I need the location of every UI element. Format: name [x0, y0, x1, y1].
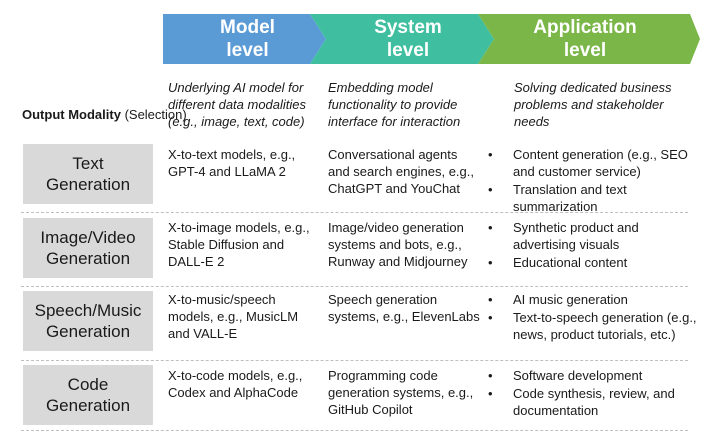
- application-level-arrow: [478, 14, 700, 64]
- application-level-description: Solving dedicated business problems and …: [514, 80, 672, 129]
- system-level-description: Embedding model functionality to provide…: [328, 80, 461, 129]
- application-list-image-video: • Synthetic product and advertising visua…: [488, 219, 698, 272]
- system-cell-code: Programming code generation systems, e.g…: [328, 368, 474, 417]
- list-item: • AI music generation: [488, 291, 698, 308]
- application-list-text: • Content generation (e.g., SEO and custo…: [488, 146, 698, 216]
- list-item: • Software development: [488, 367, 698, 384]
- application-item-text: Code synthesis, review, and documentatio…: [513, 386, 675, 418]
- bullet: •: [488, 255, 493, 270]
- model-level-arrow: [163, 14, 326, 64]
- application-item-text: Software development: [513, 368, 643, 383]
- modality-box-text: Text Generation: [23, 144, 153, 204]
- application-level-label: Application level: [533, 17, 637, 61]
- bullet: •: [488, 310, 493, 325]
- list-item: • Content generation (e.g., SEO and custo…: [488, 146, 698, 180]
- model-cell-code: X-to-code models, e.g., Codex and AlphaC…: [168, 368, 303, 400]
- application-item-text: AI music generation: [513, 292, 628, 307]
- system-level-arrow: [310, 14, 494, 64]
- application-list-code: • Software development • Code synthesis, r…: [488, 367, 698, 420]
- application-item-text: Translation and text summarization: [513, 182, 627, 214]
- output-modality-rest: (Selection): [124, 107, 187, 122]
- modality-box-speech-music: Speech/Music Generation: [23, 291, 153, 351]
- application-item-text: Text-to-speech generation (e.g., news, p…: [513, 310, 697, 342]
- row-divider: [21, 430, 688, 431]
- output-modality-header: Output Modality (Selection): [22, 106, 187, 123]
- stage-arrows: [163, 14, 700, 64]
- list-item: • Synthetic product and advertising visua…: [488, 219, 698, 253]
- system-cell-text: Conversational agents and search engines…: [328, 147, 474, 196]
- bullet: •: [488, 368, 493, 383]
- row-divider: [21, 212, 688, 213]
- system-level-label: System level: [374, 17, 442, 61]
- output-modality-bold: Output Modality: [22, 107, 121, 122]
- bullet: •: [488, 147, 493, 162]
- modality-box-image-video: Image/Video Generation: [23, 218, 153, 278]
- row-divider: [21, 360, 688, 361]
- model-cell-image-video: X-to-image models, e.g., Stable Diffusio…: [168, 220, 310, 269]
- application-item-text: Educational content: [513, 255, 628, 270]
- bullet: •: [488, 292, 493, 307]
- model-level-label: Model level: [220, 17, 275, 61]
- application-list-speech-music: • AI music generation • Text-to-speech gen…: [488, 291, 698, 344]
- row-divider: [21, 286, 688, 287]
- system-cell-image-video: Image/video generation systems and bots,…: [328, 220, 468, 269]
- bullet: •: [488, 182, 493, 197]
- list-item: • Text-to-speech generation (e.g., news, …: [488, 309, 698, 343]
- list-item: • Translation and text summarization: [488, 181, 698, 215]
- bullet: •: [488, 386, 493, 401]
- model-cell-text: X-to-text models, e.g., GPT-4 and LLaMA …: [168, 147, 296, 179]
- model-level-description: Underlying AI model for different data m…: [168, 80, 307, 129]
- bullet: •: [488, 220, 493, 235]
- system-cell-speech-music: Speech generation systems, e.g., ElevenL…: [328, 292, 480, 324]
- modality-box-code: Code Generation: [23, 365, 153, 425]
- model-cell-speech-music: X-to-music/speech models, e.g., MusicLM …: [168, 292, 299, 341]
- application-item-text: Content generation (e.g., SEO and custom…: [513, 147, 688, 179]
- application-item-text: Synthetic product and advertising visual…: [513, 220, 639, 252]
- list-item: • Code synthesis, review, and documentati…: [488, 385, 698, 419]
- list-item: • Educational content: [488, 254, 698, 271]
